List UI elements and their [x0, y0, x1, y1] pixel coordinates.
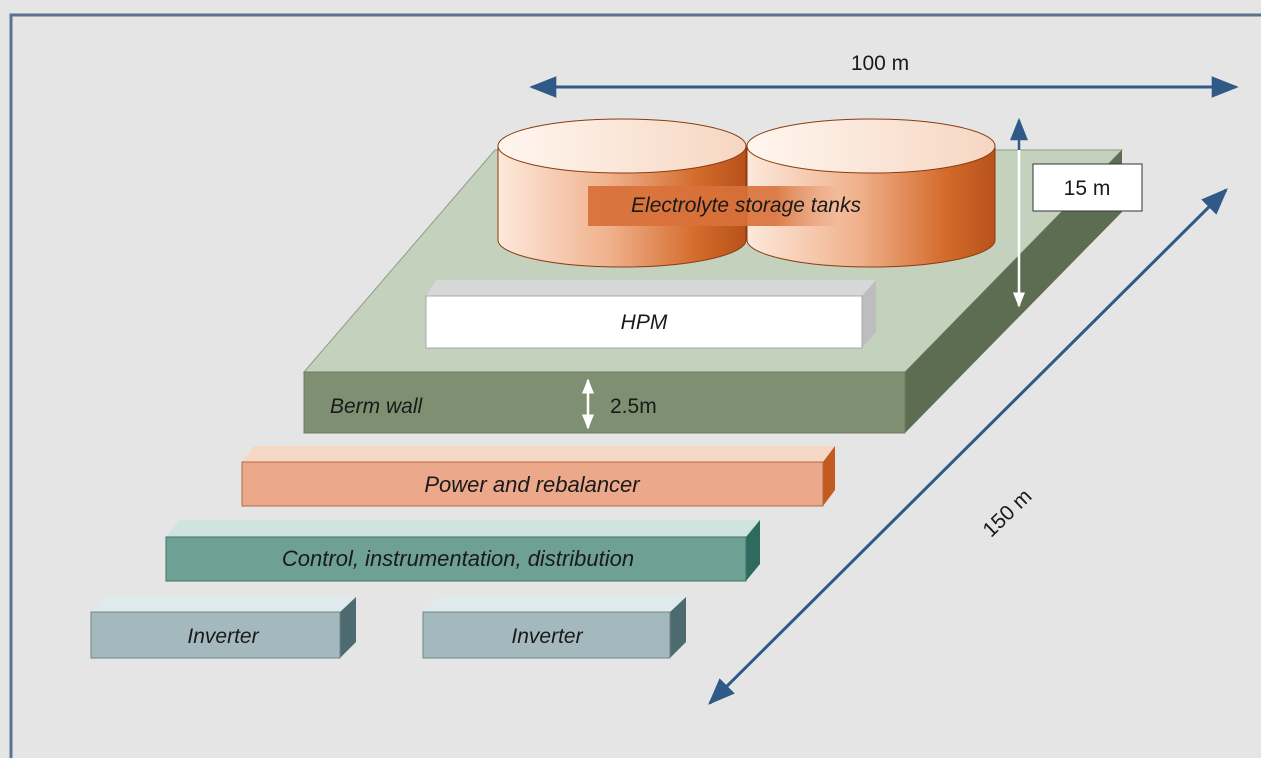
inverter-left-label: Inverter — [187, 625, 259, 648]
control-front-face — [165, 536, 747, 582]
power-side-face — [823, 446, 835, 506]
inverter-left-front-face — [90, 611, 341, 659]
inverter-right-side-face — [670, 597, 686, 658]
inverter-left-block — [90, 597, 356, 659]
power-front-face — [241, 461, 824, 507]
power-top-face — [242, 446, 835, 462]
inverter-left-side-face — [340, 597, 356, 658]
depth-arrow — [708, 188, 1228, 705]
control-block — [165, 520, 760, 582]
control-side-face — [746, 520, 760, 581]
inverter-right-block — [422, 597, 686, 659]
inverter-right-top-face — [423, 597, 686, 612]
power-rebalancer-label: Power and rebalancer — [424, 472, 641, 497]
power-rebalancer-block — [241, 446, 835, 507]
berm-wall-label: Berm wall — [330, 395, 424, 418]
tanks-label: Electrolyte storage tanks — [631, 194, 861, 217]
berm-height-label: 2.5m — [610, 395, 657, 418]
tank-right-top — [746, 118, 996, 174]
inverter-right-label: Inverter — [511, 625, 583, 648]
control-label: Control, instrumentation, distribution — [282, 546, 634, 571]
height-label: 15 m — [1064, 177, 1111, 200]
width-label: 100 m — [851, 52, 909, 75]
diagram-frame — [9, 13, 1261, 758]
inverter-left-top-face — [91, 597, 356, 612]
inverter-right-front-face — [422, 611, 671, 659]
hpm-label: HPM — [621, 311, 668, 334]
tank-left-top — [497, 118, 747, 174]
hpm-top-face — [426, 280, 876, 296]
control-top-face — [166, 520, 760, 537]
